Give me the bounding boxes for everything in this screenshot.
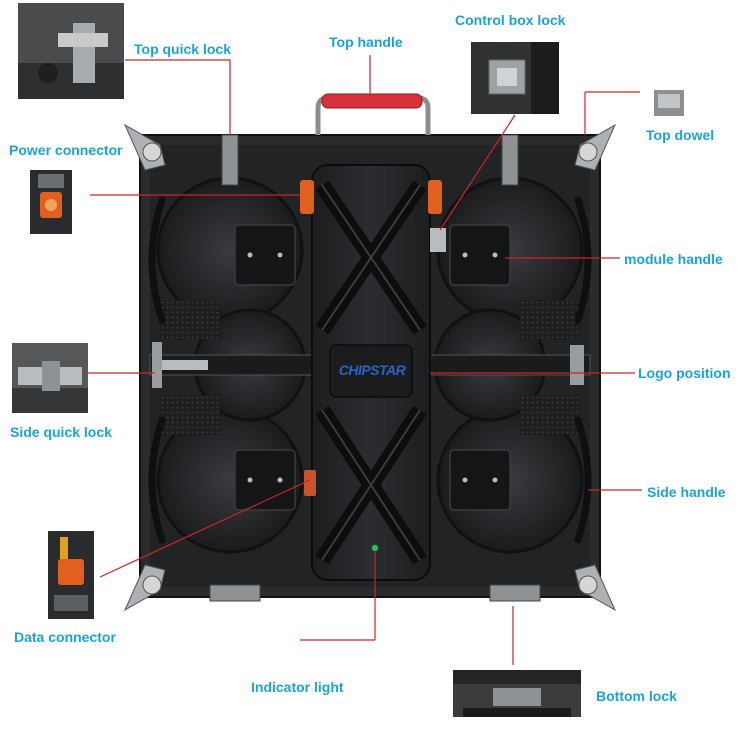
bottom-locks (209, 584, 541, 602)
thumb-bottom-lock (453, 670, 581, 717)
callout-power-connector: Power connector (9, 142, 123, 158)
control-box-lock-latch (430, 228, 446, 252)
side-handles (148, 196, 592, 544)
callout-bottom-lock: Bottom lock (596, 688, 677, 704)
callout-indicator-light: Indicator light (251, 679, 344, 695)
power-connector-left (300, 180, 314, 214)
callout-side-quick-lock: Side quick lock (10, 424, 112, 440)
logo: CHIPSTAR (338, 362, 406, 378)
thumb-side-quick-lock (12, 343, 88, 413)
top-handle (315, 93, 431, 135)
data-connector-port (304, 470, 316, 496)
corner-brackets (123, 123, 617, 612)
side-quick-lock-rails (149, 342, 591, 388)
control-box (300, 164, 446, 581)
thumb-power-connector (30, 170, 72, 234)
thumb-data-connector (48, 531, 94, 619)
thumb-control-box-lock (471, 42, 559, 114)
callout-module-handle: module handle (624, 251, 723, 267)
callout-side-handle: Side handle (647, 484, 726, 500)
callout-control-box-lock: Control box lock (455, 12, 566, 28)
leader-lines (88, 55, 642, 665)
callout-logo-position: Logo position (638, 365, 731, 381)
indicator-light-led (371, 544, 379, 552)
thumb-top-dowel (648, 84, 690, 116)
callout-top-quick-lock: Top quick lock (134, 41, 231, 57)
callout-data-connector: Data connector (14, 629, 116, 645)
callout-top-handle: Top handle (329, 34, 403, 50)
thumb-top-quick-lock (18, 3, 124, 99)
top-quick-locks (221, 134, 519, 186)
callout-top-dowel: Top dowel (646, 127, 715, 143)
power-connector-right (428, 180, 442, 214)
module-handles (234, 224, 511, 511)
